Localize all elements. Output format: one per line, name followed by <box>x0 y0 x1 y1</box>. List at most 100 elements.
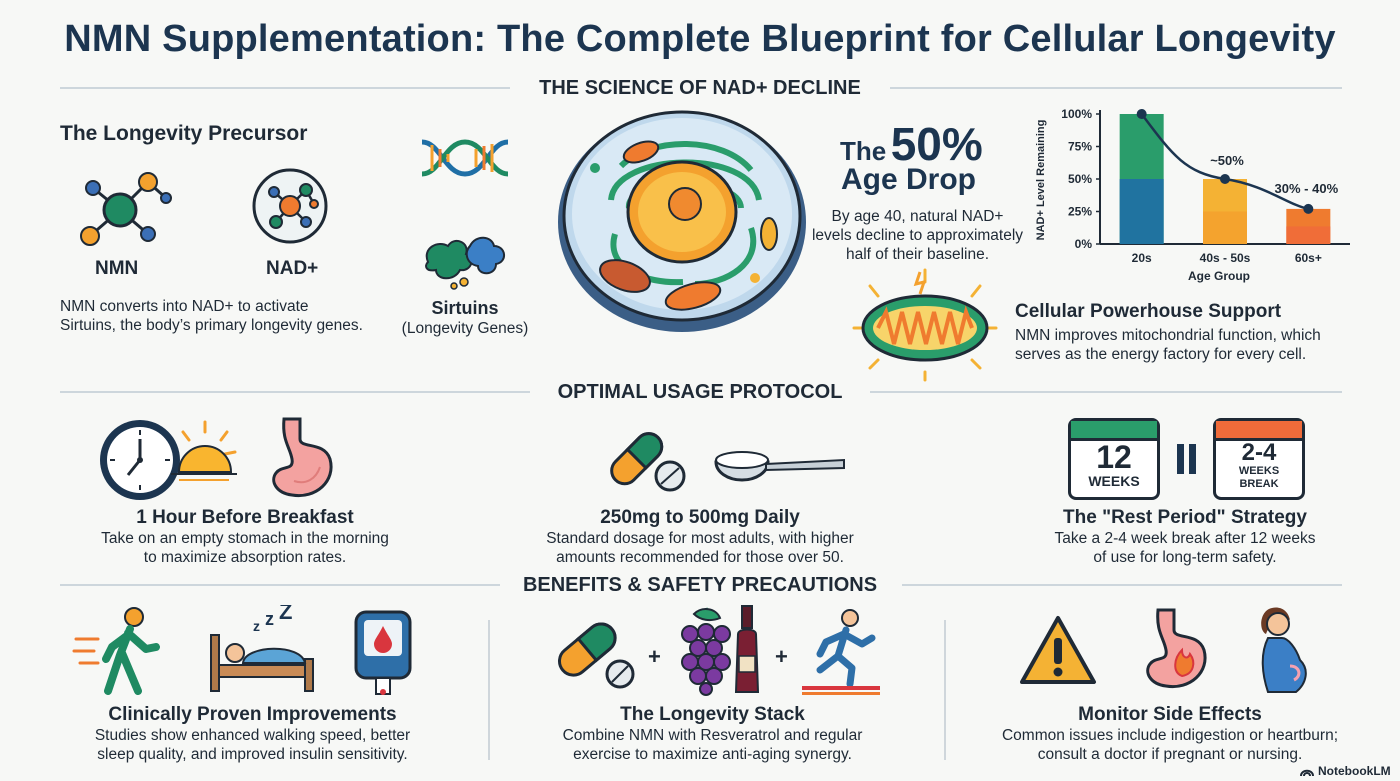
chart-bar-shade <box>1286 226 1331 244</box>
calendar-break-icon: 2-4 WEEKS BREAK <box>1213 418 1305 500</box>
column-divider <box>488 620 490 760</box>
clock-icon <box>96 415 186 505</box>
nmn-label: NMN <box>95 258 139 279</box>
svg-text:Z: Z <box>279 605 292 624</box>
chart-bar-shade <box>1119 179 1164 244</box>
svg-text:z: z <box>265 609 274 629</box>
calendar-unit: WEEKS <box>1088 473 1140 489</box>
dosage-block: 250mg to 500mg Daily Standard dosage for… <box>515 507 885 567</box>
cell-illustration-icon <box>555 108 810 336</box>
precursor-heading: The Longevity Precursor <box>60 122 308 145</box>
svg-text:z: z <box>253 618 260 634</box>
precursor-text: NMN converts into NAD+ to activate Sirtu… <box>60 297 420 335</box>
section-heading-benefits: BENEFITS & SAFETY PRECAUTIONS <box>522 574 878 596</box>
brand-label: NotebookLM <box>1318 764 1391 778</box>
dosage-text-line: Standard dosage for most adults, with hi… <box>546 530 854 547</box>
divider <box>902 584 1342 586</box>
stack-text-line: Combine NMN with Resveratrol and regular <box>562 727 863 744</box>
pause-icon <box>1176 444 1198 474</box>
side-effects-block: Monitor Side Effects Common issues inclu… <box>960 704 1380 764</box>
dna-icon <box>420 130 510 185</box>
sirtuins-sublabel: (Longevity Genes) <box>401 320 529 337</box>
glucose-meter-icon <box>352 608 417 698</box>
chart-annotation: 30% - 40% <box>1275 181 1339 196</box>
calendar-12-weeks-icon: 12 WEEKS <box>1068 418 1160 500</box>
timing-text-line: to maximize absorption rates. <box>143 549 347 566</box>
calendar-number: 12 <box>1096 439 1132 475</box>
scoop-icon <box>710 438 850 488</box>
age-drop-percent: 50% <box>890 118 983 170</box>
chart-annotation: ~50% <box>1210 153 1244 168</box>
stomach-icon <box>254 415 344 505</box>
sirtuins-label: Sirtuins <box>431 298 499 318</box>
improvements-heading: Clinically Proven Improvements <box>108 704 397 725</box>
improvements-text-line: Studies show enhanced walking speed, bet… <box>94 727 411 744</box>
chart-y-axis-label: NAD+ Level Remaining <box>1035 120 1047 241</box>
age-drop-label: Age Drop <box>841 163 976 196</box>
plus-sign: + <box>775 644 788 669</box>
heartburn-stomach-icon <box>1128 606 1218 696</box>
chart-y-tick-label: 0% <box>1075 237 1093 251</box>
grapes-wine-icon <box>676 604 768 696</box>
rest-text-line: of use for long-term safety. <box>1093 549 1277 566</box>
rest-heading: The "Rest Period" Strategy <box>1063 507 1307 528</box>
chart-x-axis-label: Age Group <box>1188 269 1250 283</box>
chart-y-tick-label: 75% <box>1068 140 1092 154</box>
side-effects-text-line: consult a doctor if pregnant or nursing. <box>1037 746 1303 763</box>
nad-molecule-icon <box>250 166 330 246</box>
timing-block: 1 Hour Before Breakfast Take on an empty… <box>45 507 445 567</box>
powerhouse-text-line: NMN improves mitochondrial function, whi… <box>1015 327 1321 344</box>
chart-point <box>1136 109 1147 119</box>
age-drop-stat: The 50% <box>840 117 983 171</box>
chart-point <box>1303 203 1314 214</box>
section-heading-protocol: OPTIMAL USAGE PROTOCOL <box>557 381 843 403</box>
dosage-heading: 250mg to 500mg Daily <box>600 507 800 528</box>
capsule-icon <box>600 422 695 497</box>
timing-heading: 1 Hour Before Breakfast <box>136 507 354 528</box>
nmn-molecule-icon <box>68 168 178 253</box>
dosage-text-line: amounts recommended for those over 50. <box>556 549 844 566</box>
age-drop-text-line: levels decline to approximately <box>811 227 1024 244</box>
stack-text-line: exercise to maximize anti-aging synergy. <box>573 746 852 763</box>
chart-x-tick-label: 60s+ <box>1295 251 1322 265</box>
chart-point <box>1220 174 1230 184</box>
age-drop-text: By age 40, natural NAD+ levels decline t… <box>800 207 1035 264</box>
calendar-unit: WEEKS <box>1238 465 1280 477</box>
chart-y-tick-label: 25% <box>1068 205 1092 219</box>
chart-y-tick-label: 50% <box>1068 172 1092 186</box>
stack-heading: The Longevity Stack <box>620 704 805 725</box>
side-effects-heading: Monitor Side Effects <box>1078 704 1262 725</box>
page-title: NMN Supplementation: The Complete Bluepr… <box>64 18 1336 60</box>
sirtuins-caption: Sirtuins (Longevity Genes) <box>395 298 535 338</box>
precursor-text-line: Sirtuins, the body’s primary longevity g… <box>60 317 363 334</box>
warning-icon <box>1018 614 1098 686</box>
rest-text-line: Take a 2-4 week break after 12 weeks <box>1054 530 1316 547</box>
divider <box>60 87 510 89</box>
powerhouse-heading: Cellular Powerhouse Support <box>1015 301 1282 322</box>
rest-block: The "Rest Period" Strategy Take a 2-4 we… <box>1005 507 1365 567</box>
sunrise-icon <box>165 418 240 488</box>
divider <box>870 391 1342 393</box>
calendar-number: 2-4 <box>1241 439 1277 466</box>
chart-bar-shade <box>1203 211 1247 244</box>
pregnant-person-icon <box>1250 604 1320 696</box>
chart-y-tick-label: 100% <box>1061 107 1092 121</box>
age-drop-text-line: By age 40, natural NAD+ <box>831 208 1004 225</box>
divider <box>60 391 530 393</box>
notebooklm-brand: NotebookLM <box>1300 764 1391 778</box>
sleeping-bed-icon: z z Z <box>205 605 320 695</box>
powerhouse-text-line: serves as the energy factory for every c… <box>1015 346 1307 363</box>
timing-text-line: Take on an empty stomach in the morning <box>101 530 389 547</box>
runner-icon <box>800 606 882 696</box>
powerhouse-text: NMN improves mitochondrial function, whi… <box>1015 326 1355 364</box>
capsule-icon <box>550 612 645 692</box>
age-drop-prefix: The <box>840 136 887 166</box>
age-drop-text-line: half of their baseline. <box>845 246 990 263</box>
sirtuin-protein-icon <box>420 232 510 292</box>
notebooklm-logo-icon <box>1300 769 1314 777</box>
plus-sign: + <box>648 644 661 669</box>
section-heading-science: THE SCIENCE OF NAD+ DECLINE <box>539 77 861 99</box>
stack-block: The Longevity Stack Combine NMN with Res… <box>510 704 915 764</box>
divider <box>890 87 1342 89</box>
